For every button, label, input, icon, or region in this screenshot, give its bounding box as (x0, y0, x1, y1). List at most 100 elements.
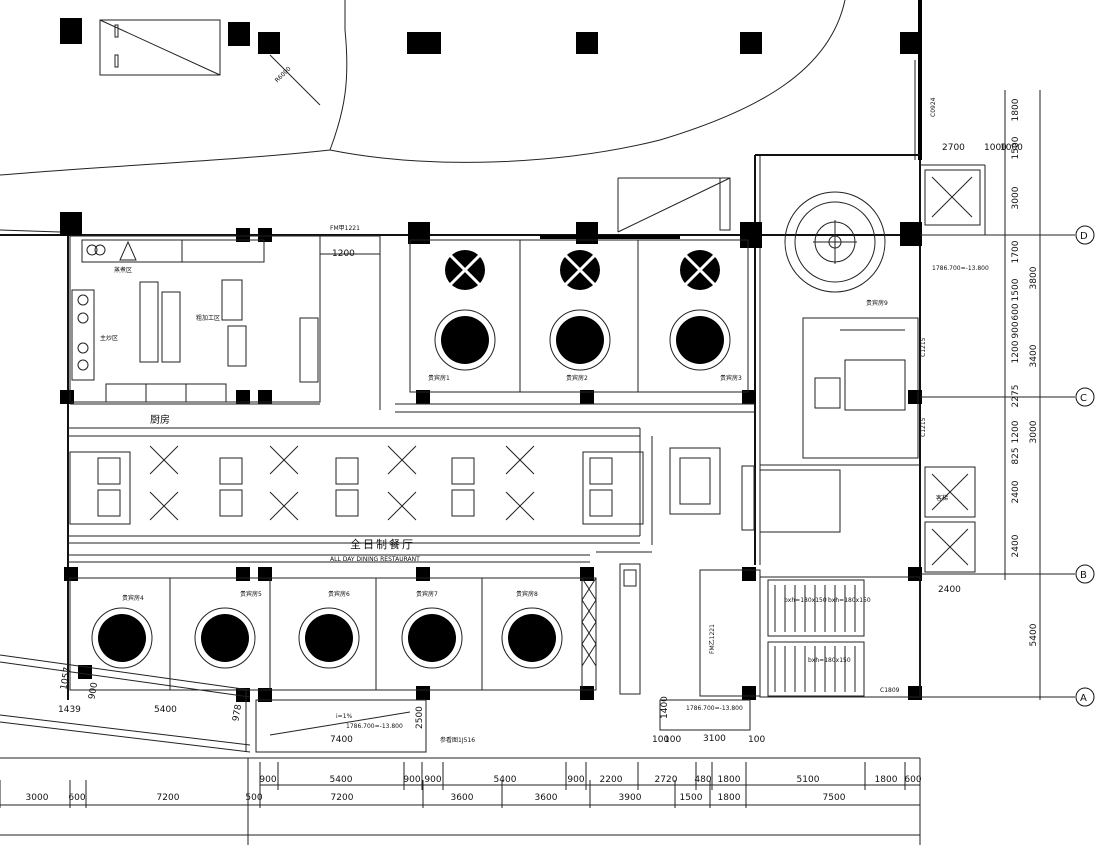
dim-1000a: 1000 (984, 143, 1007, 153)
dim-label: 900 (567, 775, 584, 785)
table-vip4 (91, 607, 153, 669)
vip7-label: 贵宾房7 (416, 590, 438, 598)
stair-label-1: bxh=180x150 (784, 597, 827, 604)
dim-label: 7500 (823, 793, 846, 803)
vip3-label: 贵宾房3 (720, 374, 742, 382)
dim-978: 978 (231, 703, 244, 722)
dim-label-right: 1700 (1011, 240, 1021, 263)
dim-label: 900 (259, 775, 276, 785)
vip-rooms-bottom (68, 551, 652, 695)
dim-label: 500 (245, 793, 262, 803)
dim-label-right: 1800 (1011, 98, 1021, 121)
top-columns (60, 18, 918, 54)
table-vip9 (784, 191, 886, 293)
vip9-label: 贵宾房9 (866, 299, 888, 307)
vip2-label: 贵宾房2 (566, 374, 588, 382)
table-vip1-top (441, 246, 489, 294)
stair-label-3: bxh=180x150 (808, 657, 851, 664)
ramp-note: i=1% (336, 713, 353, 720)
dim-label: 7200 (157, 793, 180, 803)
dim-label-right: 900 (1011, 321, 1021, 338)
elev-note-3: 1786.700=-13.800 (686, 705, 743, 712)
dim-100a: 100 (652, 735, 669, 745)
window-c1809: C1809 (880, 687, 900, 694)
window-c1215a: C1215 (920, 337, 927, 357)
vip6-label: 贵宾房6 (328, 590, 350, 598)
dim-label: 2720 (655, 775, 678, 785)
kitchen-area: 蒸煮区 主炒区 粗加工区 厨房 FM甲1221 1200 (69, 225, 381, 426)
dim-1000b: 1000 (1000, 143, 1023, 153)
table-vip7 (401, 607, 463, 669)
dining-area (68, 427, 755, 545)
axis-D-label: D (1080, 231, 1088, 242)
vip5-label: 贵宾房5 (240, 590, 262, 598)
dim-label: 3600 (535, 793, 558, 803)
dim-label-right: 3800 (1029, 266, 1039, 289)
dim-label-right: 600 (1011, 303, 1021, 320)
dim-2500: 2500 (415, 706, 425, 729)
vip1-label: 贵宾房1 (428, 374, 450, 382)
dim-label: 1800 (718, 793, 741, 803)
site-outline: R6000 (0, 0, 846, 176)
dining-tables (97, 457, 613, 517)
dim-label-right: 2275 (1011, 385, 1021, 408)
dim-label-right: 3000 (1011, 186, 1021, 209)
dim-100b: 100 (664, 735, 681, 745)
table-vip2-top (556, 246, 604, 294)
dim-label: 3600 (451, 793, 474, 803)
table-vip1 (434, 309, 496, 371)
table-vip5 (194, 607, 256, 669)
stair-label-2: bxh=180x150 (828, 597, 871, 604)
dim-label-right: 825 (1011, 447, 1021, 464)
dim-label: 5400 (330, 775, 353, 785)
columns-row1 (60, 212, 922, 702)
table-vip6 (298, 607, 360, 669)
axis-C: C (920, 387, 1095, 407)
elev-note-2: 1786.700=-13.800 (346, 723, 403, 730)
steam-area-label: 蒸煮区 (114, 266, 132, 274)
dim-label: 480 (694, 775, 711, 785)
dim-label-right: 1500 (1011, 136, 1021, 159)
dim-label: 2200 (600, 775, 623, 785)
dining-x-tables (149, 445, 535, 521)
slope-note: 参看图1J516 (440, 736, 475, 744)
dim-3100: 3100 (703, 734, 726, 744)
vip-rooms-top (395, 177, 755, 413)
door-fm1: FM甲1221 (330, 225, 360, 232)
table-vip2 (549, 309, 611, 371)
dim-7400: 7400 (330, 735, 353, 745)
dim-label-right: 5400 (1029, 623, 1039, 646)
axis-B: B (920, 564, 1095, 584)
dimension-lines-right (1004, 90, 1041, 700)
dining-label: 全日制餐厅 (350, 537, 415, 551)
axis-A: A (920, 687, 1095, 707)
dim-2700: 2700 (942, 143, 965, 153)
dim-label: 600 (68, 793, 85, 803)
vip8-label: 贵宾房8 (516, 590, 538, 598)
dim-label: 600 (904, 775, 921, 785)
elevator-label: 客梯 (936, 494, 948, 502)
dim-label-right: 2400 (1011, 534, 1021, 557)
vip-labels-top: 贵宾房1 贵宾房2 贵宾房3 (428, 374, 742, 382)
dim-label-right: 1200 (1011, 420, 1021, 443)
axis-B-label: B (1080, 570, 1087, 581)
dim-label: 1800 (718, 775, 741, 785)
axis-D: D (920, 225, 1095, 245)
door-fm2: FM乙1221 (709, 624, 716, 654)
dim-1400: 1400 (660, 696, 670, 719)
dim-label-right: 1200 (1011, 340, 1021, 363)
dim-label: 5100 (797, 775, 820, 785)
dim-1057: 1057 (59, 666, 73, 690)
table-vip8 (501, 607, 563, 669)
dim-900-ramp: 900 (87, 681, 100, 700)
table-vip3-top (676, 246, 724, 294)
dim-label: 1500 (680, 793, 703, 803)
window-c0924: C0924 (930, 97, 937, 117)
dim-100c: 100 (748, 735, 765, 745)
dim-1439: 1439 (58, 705, 81, 715)
wok-area-label: 主炒区 (100, 334, 118, 342)
dim-1200: 1200 (332, 249, 355, 259)
